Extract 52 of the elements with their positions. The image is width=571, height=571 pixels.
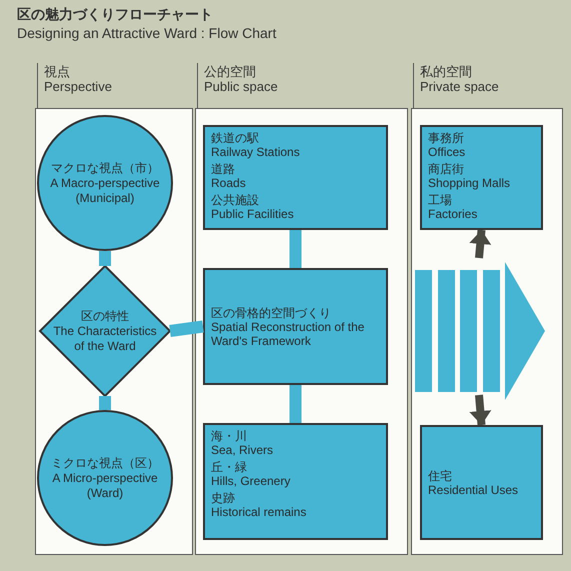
- process-box: [203, 423, 388, 540]
- box-text: Hills, Greenery: [211, 474, 292, 488]
- process-box: [420, 425, 543, 540]
- column-heading: 私的空間: [420, 63, 472, 81]
- box-text: Spatial Reconstruction of the Ward's Framework: [211, 320, 366, 348]
- column-subheading: Perspective: [44, 79, 112, 94]
- box-text: Railway Stations: [211, 145, 301, 159]
- connector: [169, 320, 204, 337]
- box-text: 工場: [428, 193, 453, 207]
- box-text: 事務所: [428, 131, 465, 145]
- shape-text: The Characteristics of the Ward: [52, 324, 158, 354]
- box-text: Public Facilities: [211, 207, 295, 221]
- process-box: [420, 125, 543, 230]
- box-text: 区の骨格的空間づくり: [211, 306, 332, 320]
- column-heading: 公的空間: [204, 63, 256, 81]
- box-text: Offices: [428, 145, 466, 159]
- shape-text: ミクロな視点（区）: [51, 456, 159, 470]
- striped-arrow: [415, 262, 545, 400]
- circle-node: [37, 115, 173, 251]
- box-text: Residential Uses: [428, 482, 520, 496]
- shape-text: マクロな視点（市）: [51, 160, 159, 176]
- chart-title: 区の魅力づくりフローチャート: [17, 6, 213, 24]
- column-heading: 視点: [44, 63, 70, 81]
- connector: [99, 396, 111, 410]
- box-text: 公共施設: [211, 193, 260, 207]
- box-text: Shopping Malls: [428, 176, 512, 190]
- decision-diamond: [40, 266, 170, 396]
- shape-text: 区の特性: [81, 308, 129, 324]
- box-text: Historical remains: [211, 505, 308, 519]
- box-text: 道路: [211, 162, 236, 176]
- chart-subtitle: Designing an Attractive Ward : Flow Chart: [17, 25, 276, 41]
- box-text: Factories: [428, 207, 478, 221]
- connector: [99, 251, 111, 266]
- process-box: [203, 268, 388, 385]
- arrow: [469, 394, 492, 426]
- shape-text: A Micro-perspective (Ward): [51, 470, 159, 500]
- arrow: [469, 230, 492, 258]
- connector: [290, 385, 302, 423]
- process-box: [203, 125, 388, 230]
- box-text: Sea, Rivers: [211, 443, 274, 457]
- box-text: 商店街: [428, 162, 465, 176]
- box-text: 史跡: [211, 491, 236, 505]
- box-text: 鉄道の駅: [211, 131, 260, 145]
- circle-node: [37, 410, 173, 546]
- connector: [290, 230, 302, 268]
- shape-text: A Macro-perspective (Municipal): [49, 176, 161, 206]
- box-text: 住宅: [428, 468, 453, 482]
- box-text: 丘・緑: [211, 460, 248, 474]
- box-text: 海・川: [211, 429, 248, 443]
- column-subheading: Public space: [204, 79, 278, 94]
- box-text: Roads: [211, 176, 247, 190]
- column-subheading: Private space: [420, 79, 499, 94]
